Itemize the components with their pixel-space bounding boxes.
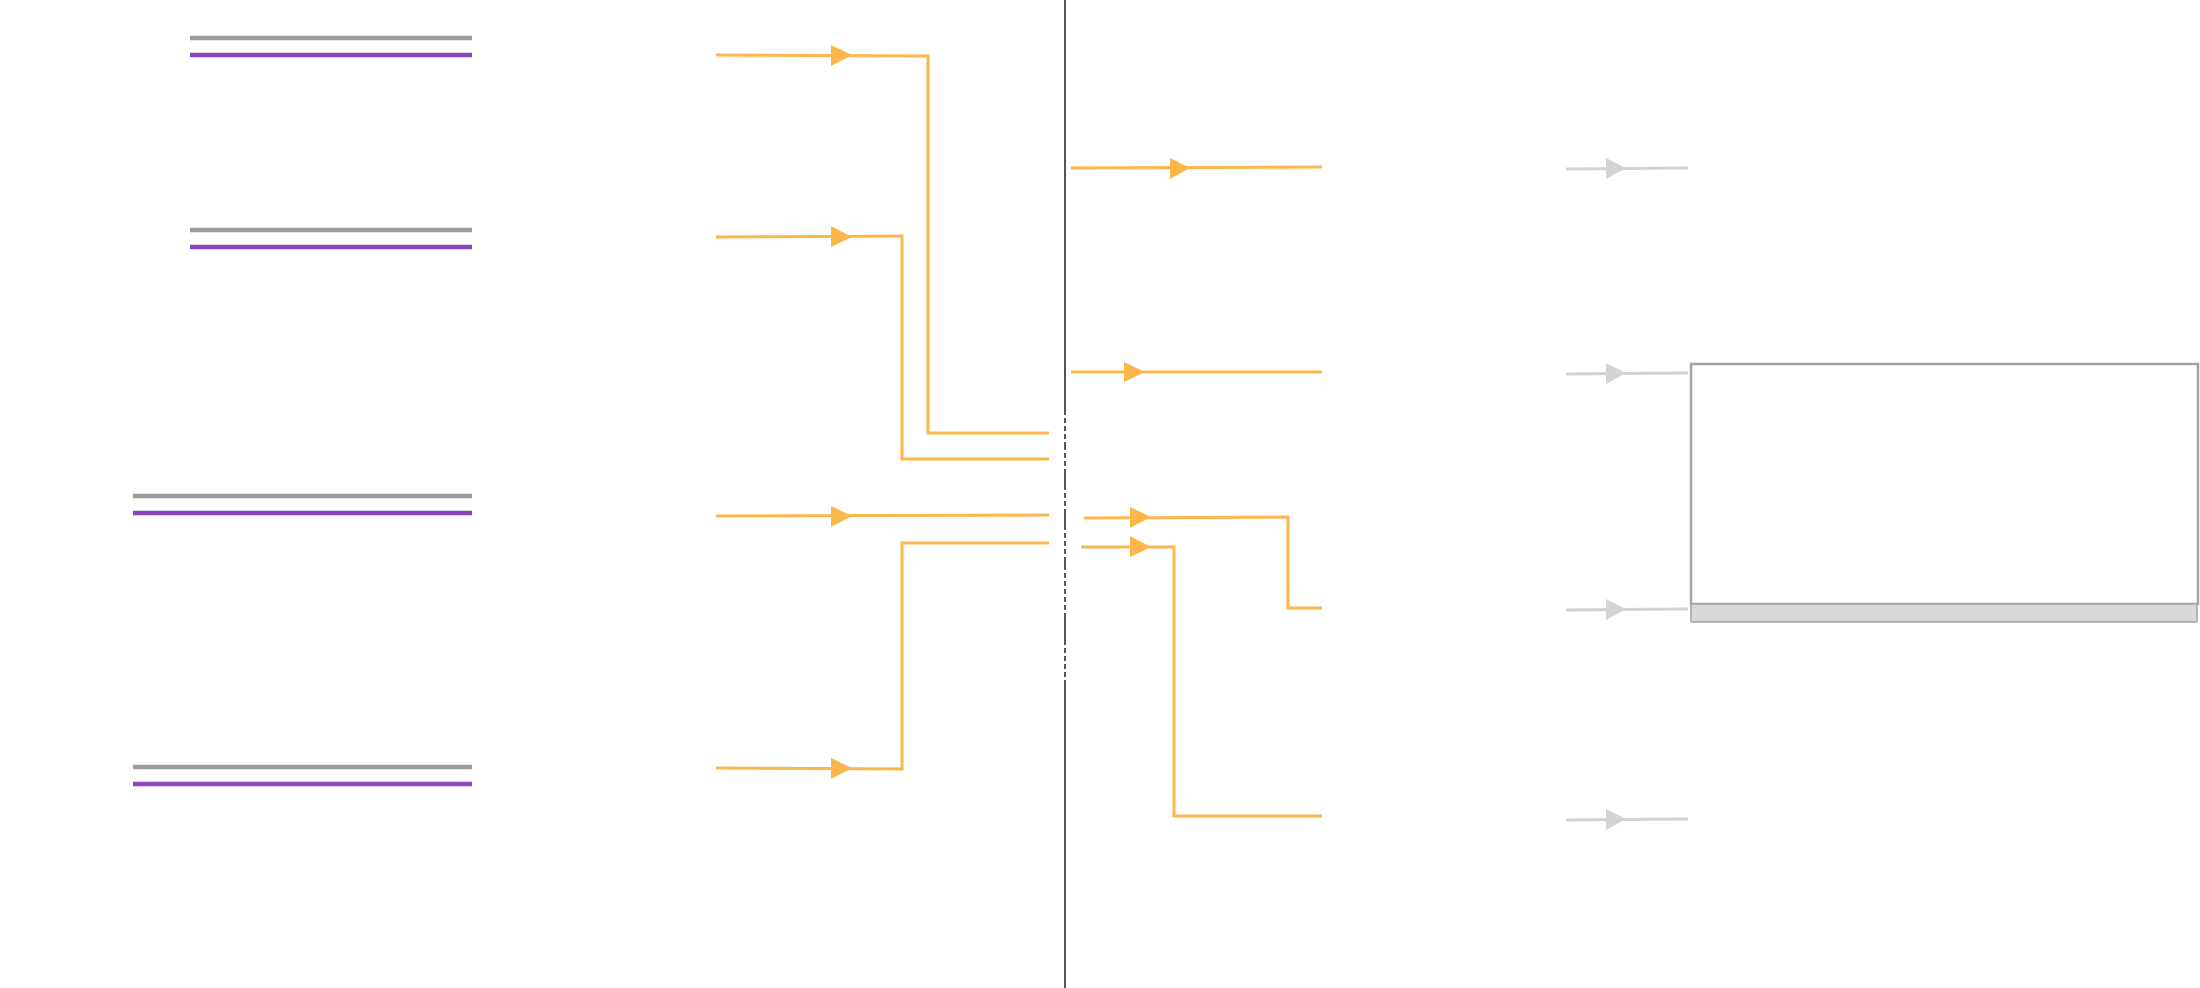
arrow-head-icon [1130, 536, 1151, 557]
right-connector-1[interactable] [1070, 158, 1323, 179]
connector-path [1565, 817, 1689, 822]
connector-path [1565, 166, 1689, 171]
target-arrow-4[interactable] [1565, 809, 1689, 830]
source-group-2[interactable] [190, 227, 472, 250]
connector-path [715, 53, 1049, 435]
detail-panel-body [1689, 362, 2200, 606]
connector-path [1565, 371, 1689, 376]
connector-path [1081, 545, 1322, 818]
arrow-head-icon [831, 506, 852, 527]
connector-3[interactable] [715, 506, 1050, 527]
right-connector-2[interactable] [1071, 362, 1322, 382]
arrow-head-icon [1124, 362, 1145, 382]
arrow-head-icon [1606, 363, 1626, 384]
target-arrow-1[interactable] [1565, 158, 1689, 179]
target-arrow-2[interactable] [1565, 363, 1689, 384]
arrow-head-icon [831, 45, 852, 66]
connector-path [715, 234, 1049, 461]
source-group-1[interactable] [190, 35, 472, 58]
arrow-head-icon [831, 226, 852, 247]
detail-panel-footer [1690, 603, 2198, 623]
source-group-4[interactable] [133, 764, 472, 787]
source-group-3[interactable] [133, 493, 472, 516]
arrow-head-icon [831, 758, 852, 779]
arrow-head-icon [1130, 507, 1151, 528]
connector-path [715, 513, 1050, 518]
arrow-head-icon [1170, 158, 1190, 179]
connector-path [1565, 607, 1689, 612]
arrow-head-icon [1606, 809, 1626, 830]
connector-1[interactable] [715, 45, 1049, 435]
target-arrow-3[interactable] [1565, 599, 1689, 620]
connector-4[interactable] [715, 541, 1049, 779]
connector-path [1070, 165, 1323, 170]
arrow-head-icon [1606, 599, 1626, 620]
right-connector-3[interactable] [1083, 507, 1322, 610]
connector-path [715, 541, 1049, 771]
right-connector-4[interactable] [1081, 536, 1322, 818]
detail-panel[interactable] [1689, 362, 2200, 623]
arrow-head-icon [1606, 158, 1626, 179]
connector-2[interactable] [715, 226, 1049, 461]
connector-path [1083, 515, 1322, 610]
